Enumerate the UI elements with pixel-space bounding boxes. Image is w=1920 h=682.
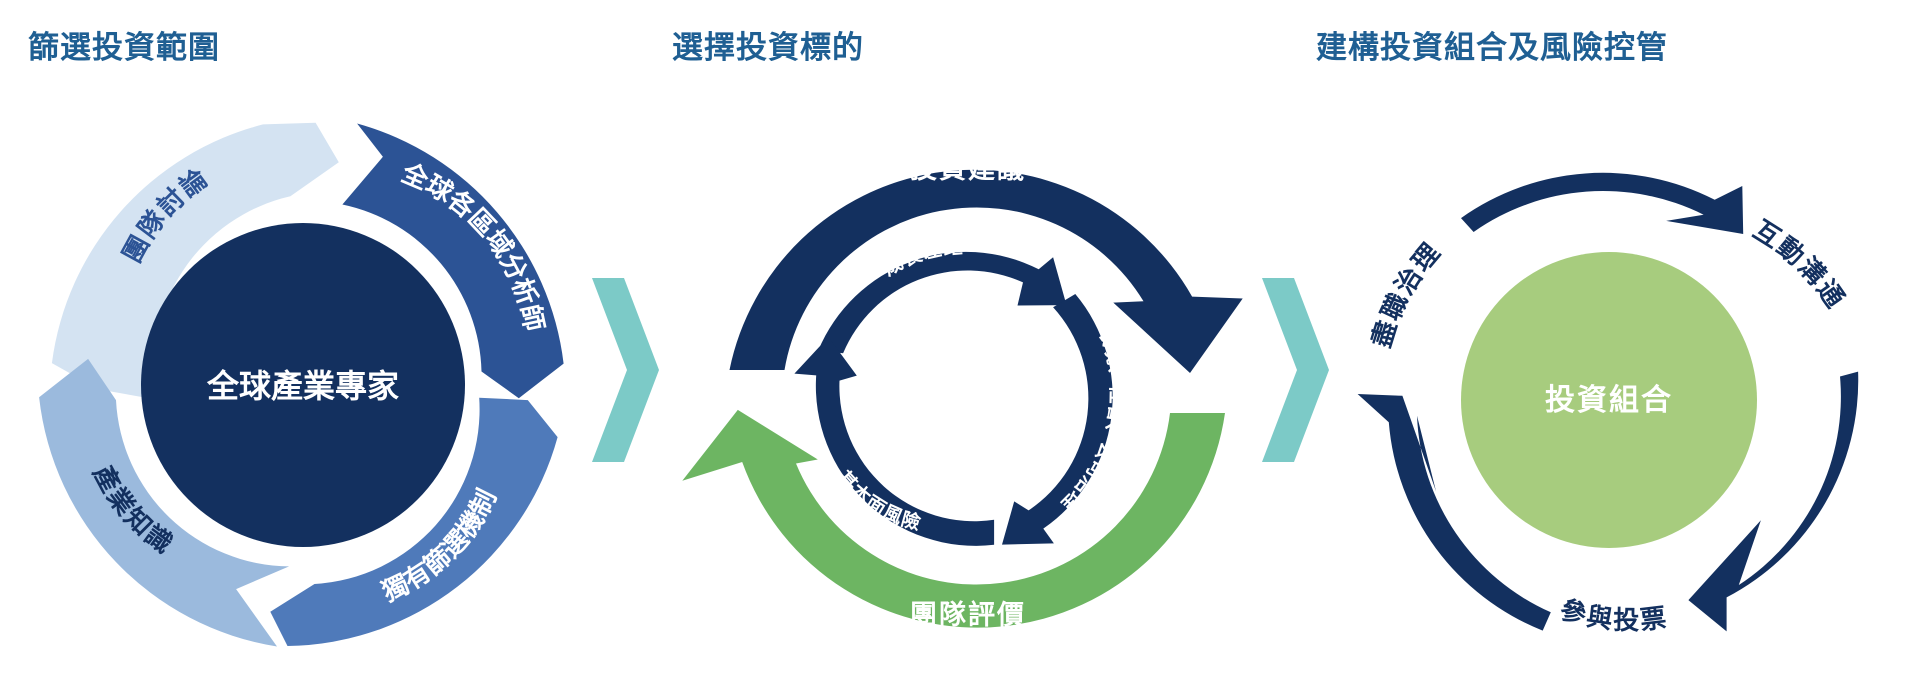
segment-team-discussion xyxy=(51,122,339,400)
segment-global-analysts xyxy=(342,123,564,399)
inner-arrow-growth-gap xyxy=(818,251,1067,354)
inner-arrow-fundamental-risk xyxy=(794,337,995,546)
label-stewardship: 盡職治理 xyxy=(1367,237,1448,351)
inner-arrow-esg xyxy=(1002,294,1113,545)
arrow-proxy-voting xyxy=(1688,371,1859,632)
portfolio-center-circle xyxy=(1461,252,1757,548)
arrow-team-evaluation xyxy=(682,409,1225,628)
label-team-evaluation: 團隊評價 xyxy=(910,599,1026,631)
portfolio-cycle: 投資組合 互動溝通 參與投票 盡職治理 xyxy=(1357,172,1859,636)
arrow-interactive-communication xyxy=(1461,172,1744,234)
label-interactive-communication: 互動溝通 xyxy=(1748,215,1851,315)
chevron-arrow-icon xyxy=(592,278,659,462)
portfolio-center-label: 投資組合 xyxy=(1545,383,1673,418)
section-title-selection: 選擇投資標的 xyxy=(672,30,864,66)
segment-proprietary-screening xyxy=(270,397,558,646)
section-title-screening: 篩選投資範圍 xyxy=(28,30,220,66)
selection-cycle: 投資建議 團隊評價 成長差距 環境、社會、公司治理 基本面風險 xyxy=(682,154,1243,631)
screening-cycle: 全球產業專家 團隊討論 全球各區域分析師 獨有篩選機制 產業知識 xyxy=(39,122,564,647)
chevron-arrow-icon xyxy=(1262,278,1329,462)
screening-center-circle xyxy=(141,223,465,547)
arrow-investment-advice xyxy=(729,169,1243,373)
segment-industry-knowledge xyxy=(39,358,290,647)
section-title-portfolio: 建構投資組合及風險控管 xyxy=(1316,30,1668,66)
label-investment-advice: 投資建議 xyxy=(910,154,1026,185)
arrow-stewardship xyxy=(1357,394,1551,631)
screening-center-label: 全球產業專家 xyxy=(206,367,399,405)
label-fundamental-risk: 基本面風險 xyxy=(832,465,925,535)
label-proxy-voting: 參與投票 xyxy=(1556,594,1669,636)
